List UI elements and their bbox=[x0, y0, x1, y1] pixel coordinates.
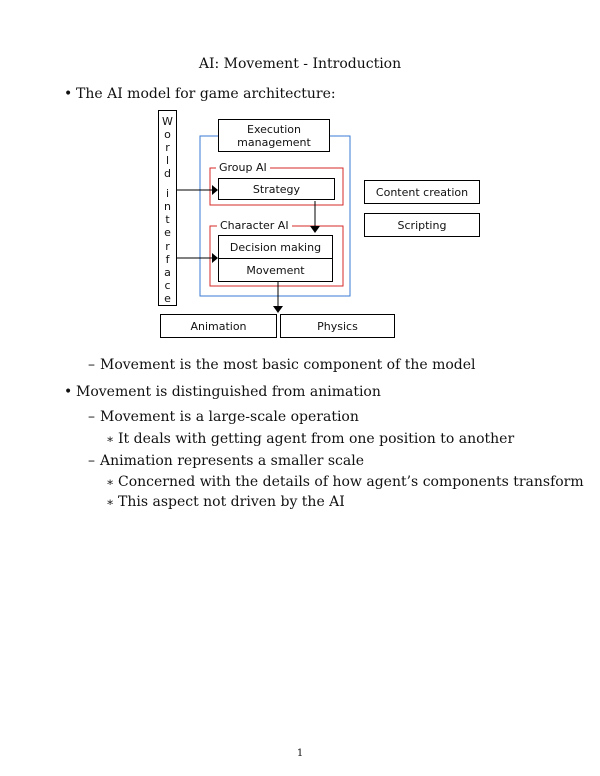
movement-box: Movement bbox=[218, 258, 333, 282]
sub-bullet-item: –Animation represents a smaller scale bbox=[88, 453, 364, 469]
sub-bullet-item: –Movement is a large-scale operation bbox=[88, 409, 359, 425]
sub-bullet-text: Movement is the most basic component of … bbox=[100, 357, 476, 373]
content-creation-box: Content creation bbox=[364, 180, 480, 204]
world-letter: a bbox=[164, 265, 171, 279]
world-letter: e bbox=[164, 291, 171, 305]
sub-bullet-text: Animation represents a smaller scale bbox=[100, 453, 365, 469]
character-ai-label: Character AI bbox=[217, 220, 292, 232]
bullet-item: •The AI model for game architecture: bbox=[64, 86, 336, 102]
execution-management-box: Execution management bbox=[218, 119, 330, 152]
star-symbol: ∗ bbox=[106, 495, 115, 509]
world-letter: o bbox=[164, 128, 171, 142]
sub-sub-bullet-text: It deals with getting agent from one pos… bbox=[118, 431, 515, 447]
world-letter: l bbox=[165, 154, 170, 168]
decision-making-box: Decision making bbox=[218, 235, 333, 259]
sub-sub-bullet-item: ∗This aspect not driven by the AI bbox=[106, 494, 345, 510]
star-symbol: ∗ bbox=[106, 432, 115, 446]
world-interface-box: W o r l d i n t e r f a c e bbox=[158, 110, 177, 306]
sub-sub-bullet-item: ∗It deals with getting agent from one po… bbox=[106, 431, 514, 447]
bullet-text: Movement is distinguished from animation bbox=[76, 384, 381, 400]
world-letter: e bbox=[164, 226, 171, 240]
page-number: 1 bbox=[296, 748, 304, 759]
dash-symbol: – bbox=[88, 357, 95, 373]
world-letter: r bbox=[165, 239, 170, 253]
scripting-box: Scripting bbox=[364, 213, 480, 237]
strategy-box: Strategy bbox=[218, 178, 335, 200]
bullet-item: •Movement is distinguished from animatio… bbox=[64, 384, 381, 400]
bullet-symbol: • bbox=[64, 384, 73, 400]
world-letter: n bbox=[164, 200, 171, 214]
dash-symbol: – bbox=[88, 409, 95, 425]
group-ai-label: Group AI bbox=[216, 162, 270, 174]
world-letter: W bbox=[162, 115, 173, 128]
sub-bullet-item: –Movement is the most basic component of… bbox=[88, 357, 476, 373]
world-letter: c bbox=[164, 278, 171, 292]
world-letter: i bbox=[165, 187, 170, 201]
sub-sub-bullet-text: Concerned with the details of how agent’… bbox=[118, 474, 584, 490]
sub-sub-bullet-text: This aspect not driven by the AI bbox=[118, 494, 345, 510]
bullet-text: The AI model for game architecture: bbox=[76, 86, 336, 102]
world-letter: f bbox=[165, 252, 170, 266]
world-letter: r bbox=[165, 141, 170, 155]
arrowhead-movement-output bbox=[273, 306, 283, 313]
bullet-symbol: • bbox=[64, 86, 73, 102]
world-letter: d bbox=[164, 167, 171, 181]
dash-symbol: – bbox=[88, 453, 95, 469]
sub-sub-bullet-item: ∗Concerned with the details of how agent… bbox=[106, 474, 584, 490]
arrowhead-strategy-decision bbox=[310, 226, 320, 233]
star-symbol: ∗ bbox=[106, 475, 115, 489]
page-title: AI: Movement - Introduction bbox=[198, 56, 402, 72]
world-letter: t bbox=[165, 213, 170, 227]
animation-box: Animation bbox=[160, 314, 277, 338]
physics-box: Physics bbox=[280, 314, 395, 338]
sub-bullet-text: Movement is a large-scale operation bbox=[100, 409, 359, 425]
